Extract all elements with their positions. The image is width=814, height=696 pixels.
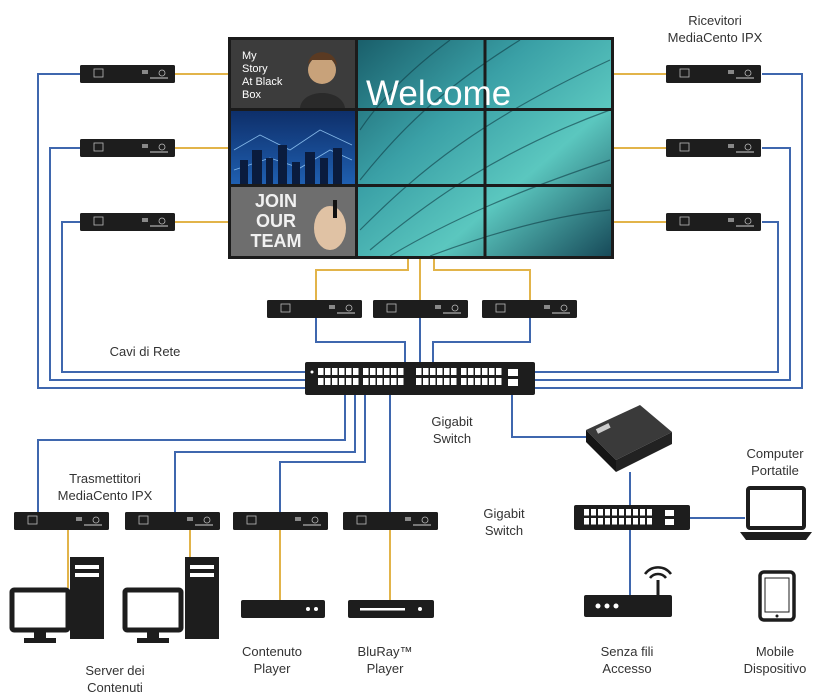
content-player-device	[241, 600, 325, 618]
transmitter-device	[125, 512, 220, 530]
receiver-device	[267, 300, 362, 318]
video-wall	[228, 37, 614, 259]
label-mobile-device: Mobile Dispositivo	[743, 644, 807, 676]
wireless-router-icon	[584, 566, 673, 617]
label-wireless-access: Senza fili Accesso	[600, 644, 654, 676]
label-receivers: Ricevitori MediaCento IPX	[667, 13, 763, 45]
tablet-icon	[758, 570, 796, 622]
network-cable	[315, 318, 406, 362]
presenter-photo-icon	[308, 56, 336, 84]
videowall-story-text: My Story At Black Box	[242, 50, 283, 101]
label-laptop: Computer Portatile	[746, 446, 804, 478]
receiver-device	[80, 139, 175, 157]
monitor-icon	[122, 587, 184, 643]
videowall-join-text: JOIN OUR TEAM	[250, 191, 302, 251]
network-cable	[37, 73, 305, 389]
pc-tower-icon	[70, 557, 104, 639]
label-transmitters: Trasmettitori MediaCento IPX	[57, 471, 153, 503]
label-content-player: Contenuto Player	[242, 644, 302, 676]
label-content-server: Server dei Contenuti	[85, 663, 145, 695]
av-cable	[433, 259, 531, 300]
transmitter-device	[233, 512, 328, 530]
receiver-device	[482, 300, 577, 318]
gigabit-switch-secondary	[574, 505, 690, 530]
network-cable	[49, 147, 305, 381]
receiver-device	[80, 65, 175, 83]
pc-tower-icon	[185, 557, 219, 639]
label-bluray-player: BluRay™ Player	[357, 644, 413, 676]
receiver-device	[666, 139, 761, 157]
transmitter-device	[14, 512, 109, 530]
videowall-welcome-text: Welcome	[366, 74, 512, 113]
receiver-device	[373, 300, 468, 318]
network-cable	[61, 221, 305, 373]
label-gigabit-switch-secondary: Gigabit Switch	[483, 506, 525, 538]
bluray-player-device	[348, 600, 434, 618]
receiver-device	[666, 65, 761, 83]
network-cable	[432, 318, 531, 362]
kvm-extender-device	[586, 405, 672, 472]
network-cables-blue	[37, 73, 803, 595]
network-cable	[535, 221, 779, 373]
label-gigabit-switch-main: Gigabit Switch	[431, 414, 473, 446]
av-cable	[315, 259, 409, 300]
network-cable	[535, 73, 803, 389]
av-cables-yellow	[67, 73, 666, 600]
laptop-icon	[740, 486, 812, 540]
network-cable	[511, 390, 590, 438]
devices	[9, 65, 812, 643]
network-cable	[37, 395, 346, 512]
network-cable	[174, 395, 356, 512]
label-network-cables: Cavi di Rete	[109, 344, 181, 359]
network-cable	[535, 147, 791, 381]
receiver-device	[80, 213, 175, 231]
monitor-icon	[9, 587, 71, 643]
gigabit-switch-main	[305, 362, 535, 395]
transmitter-device	[343, 512, 438, 530]
receiver-device	[666, 213, 761, 231]
network-cable	[279, 395, 366, 512]
